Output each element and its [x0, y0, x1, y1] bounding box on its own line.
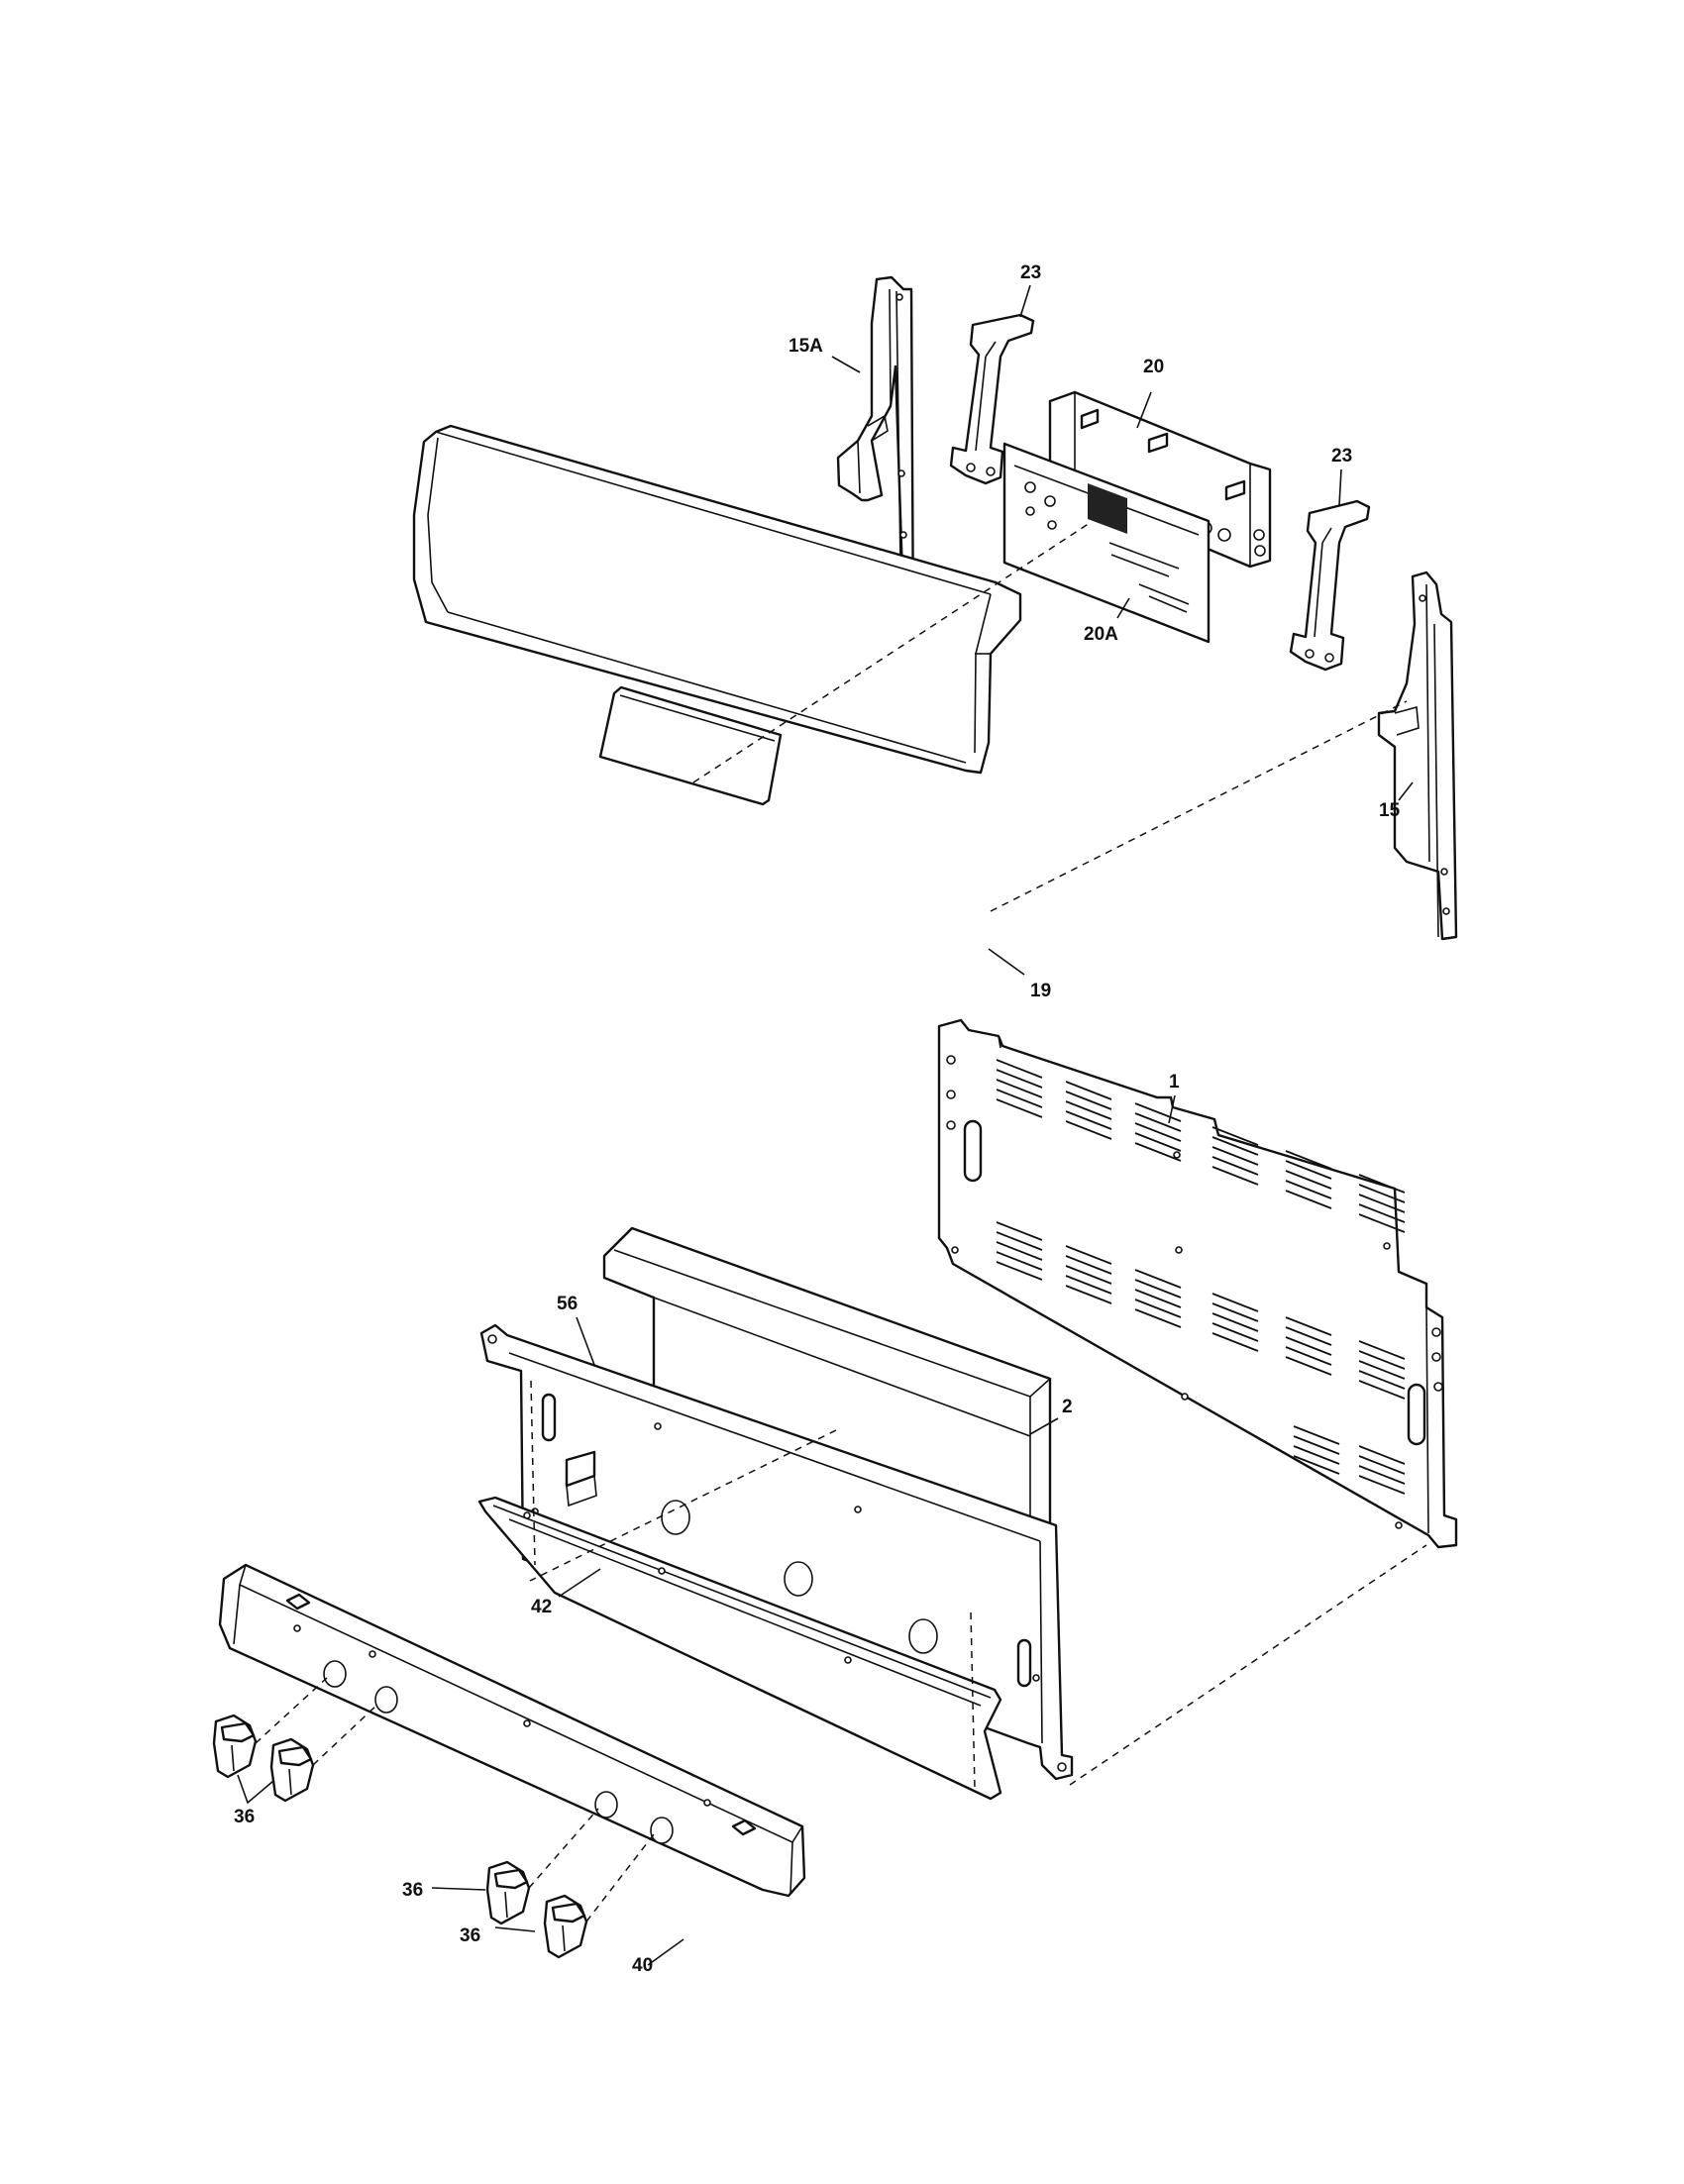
part-1-rear-panel	[937, 1018, 1458, 1549]
callout-36-c: 36	[460, 1925, 480, 1946]
callout-42: 42	[531, 1597, 552, 1617]
vent-slots-upper	[996, 1059, 1406, 1233]
part-42-trim	[477, 1496, 1002, 1801]
callout-36-b: 36	[402, 1880, 423, 1901]
callout-56: 56	[557, 1294, 578, 1314]
part-36-knob-2	[269, 1737, 315, 1803]
callout-15a: 15A	[789, 336, 823, 357]
part-23-left-clip	[949, 313, 1035, 485]
callout-labels: 23 15A 20 23 20A 15 19 1 56 2 42 36 36 3…	[234, 262, 1401, 1976]
alignment-lines	[255, 522, 1427, 1923]
part-23-right-clip	[1289, 499, 1371, 672]
callout-40: 40	[632, 1955, 653, 1976]
callout-36-a: 36	[234, 1807, 255, 1827]
callout-2: 2	[1062, 1397, 1073, 1417]
vent-slots-lower	[996, 1221, 1406, 1495]
callout-1: 1	[1169, 1072, 1180, 1092]
callout-19: 19	[1030, 981, 1051, 1001]
callout-20a: 20A	[1084, 624, 1118, 645]
callout-23-right: 23	[1331, 446, 1352, 467]
part-36-knob-1	[212, 1714, 258, 1779]
callout-23-left: 23	[1020, 262, 1041, 283]
part-36-knob-3	[485, 1860, 531, 1925]
part-20a-overlay	[1002, 442, 1210, 644]
part-36-knob-4	[543, 1894, 588, 1959]
leader-lines	[237, 284, 1414, 1966]
part-19-control-console	[412, 424, 1022, 806]
callout-20: 20	[1143, 357, 1164, 377]
part-40-manifold-cover	[218, 1563, 806, 1898]
callout-15: 15	[1379, 800, 1401, 821]
part-15-right-bracket	[1377, 571, 1458, 941]
